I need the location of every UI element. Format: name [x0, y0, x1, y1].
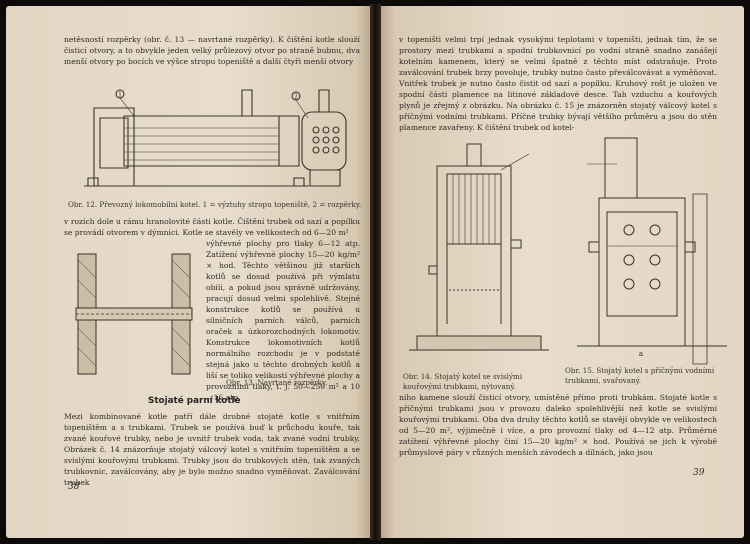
left-para-top: netěsností rozpěrky (obr. č. 13 — navrta…: [64, 35, 360, 66]
figure-15-crosstube-boiler: a: [577, 134, 727, 358]
right-page: v topeništi velmi trpí jednak vysokými t…: [381, 6, 744, 538]
section-heading: Stojaté parní kotle: [148, 396, 241, 406]
right-para-bottom: ního kamene slouží čisticí otvory, umíst…: [399, 393, 717, 457]
figure-12-locomobile-boiler: 1 2: [64, 78, 364, 196]
fig12-callout-2: 2: [294, 94, 298, 101]
left-para-bottom: Mezi kombinované kotle patří dále drobné…: [64, 412, 360, 487]
book-spine: [370, 4, 381, 540]
figure-14-vertical-firetube-boiler: [409, 140, 549, 366]
left-para-narrow: výhřevné plochy pro tlaky 6—12 atp. Zatí…: [206, 239, 360, 402]
left-para-wide: v rozích dole u rámu hranolovité části k…: [64, 217, 360, 237]
figure-12-caption: Obr. 12. Převozný lokomobilní kotel. 1 =…: [68, 200, 362, 209]
figure-13-drilled-stay: [72, 250, 196, 378]
fig15-label-a: a: [639, 350, 643, 358]
figure-14-caption: Obr. 14. Stojatý kotel se svislými kouřo…: [403, 372, 523, 391]
page-number-right: 39: [693, 468, 705, 478]
fig12-callout-1: 1: [118, 92, 122, 99]
left-page: netěsností rozpěrky (obr. č. 13 — navrta…: [6, 6, 370, 538]
figure-15-caption: Obr. 15. Stojatý kotel s příčnými vodním…: [565, 366, 715, 385]
page-number-left: 38: [68, 482, 80, 492]
right-para-top: v topeništi velmi trpí jednak vysokými t…: [399, 35, 717, 132]
figure-13-caption: Obr. 13. Navrtané rozpěrky.: [226, 378, 328, 387]
